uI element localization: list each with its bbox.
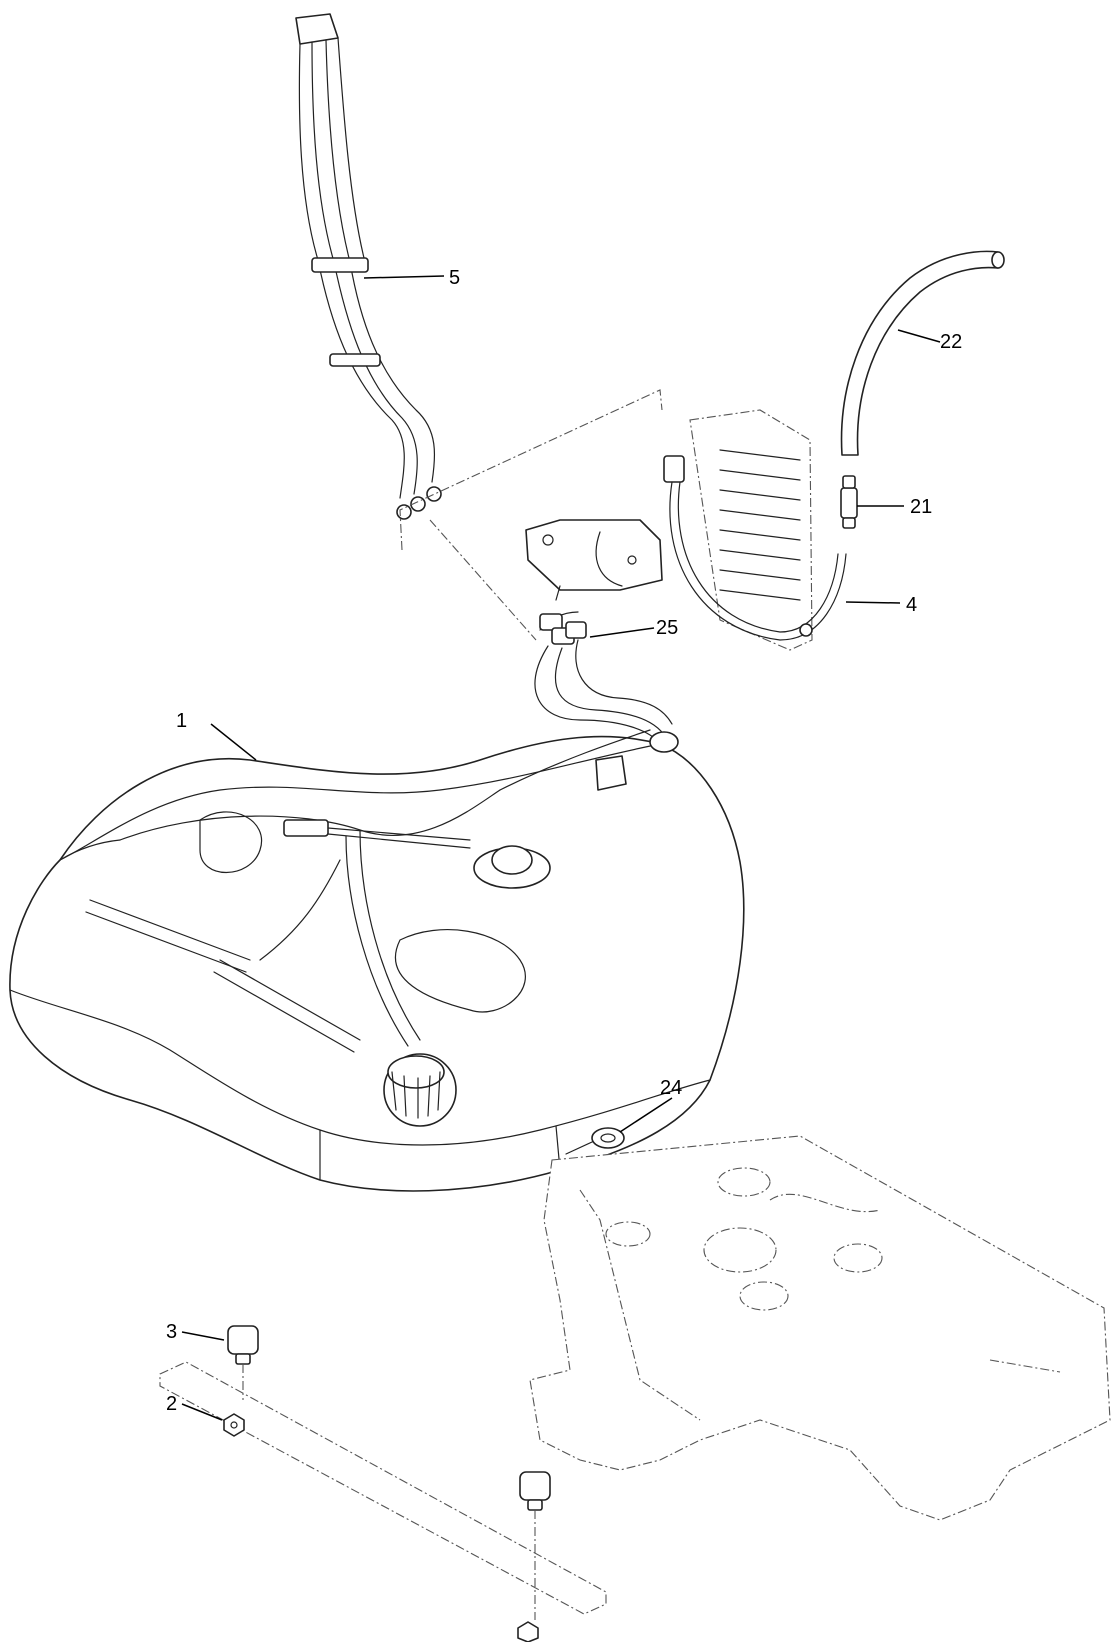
nut-part-2 bbox=[223, 1413, 539, 1642]
callout-2: 2 bbox=[166, 1393, 177, 1415]
callout-21: 21 bbox=[910, 496, 932, 518]
callout-4: 4 bbox=[906, 594, 917, 616]
callout-labels: 5 22 21 4 25 1 24 3 2 bbox=[166, 267, 962, 1415]
fitting-bracket-part-25 bbox=[525, 519, 673, 745]
hose-bundle-part-5 bbox=[295, 13, 442, 520]
canister-part-4 bbox=[663, 409, 847, 651]
grommet-part-24 bbox=[565, 1127, 625, 1155]
frame-plate-reference bbox=[529, 1135, 1111, 1521]
fuel-tank-part-1 bbox=[9, 729, 745, 1192]
callout-22: 22 bbox=[940, 331, 962, 353]
support-rail-reference bbox=[159, 1361, 607, 1615]
bumper-part-3 bbox=[227, 1325, 551, 1620]
callout-5: 5 bbox=[449, 267, 460, 289]
callout-1: 1 bbox=[176, 710, 187, 732]
callout-leaders bbox=[181, 275, 941, 1421]
connector-part-21 bbox=[840, 475, 858, 529]
callout-3: 3 bbox=[166, 1321, 177, 1343]
callout-25: 25 bbox=[656, 617, 678, 639]
vent-tube-part-22 bbox=[840, 250, 1005, 456]
callout-24: 24 bbox=[660, 1077, 682, 1099]
assembly-dashed-box bbox=[399, 389, 663, 641]
